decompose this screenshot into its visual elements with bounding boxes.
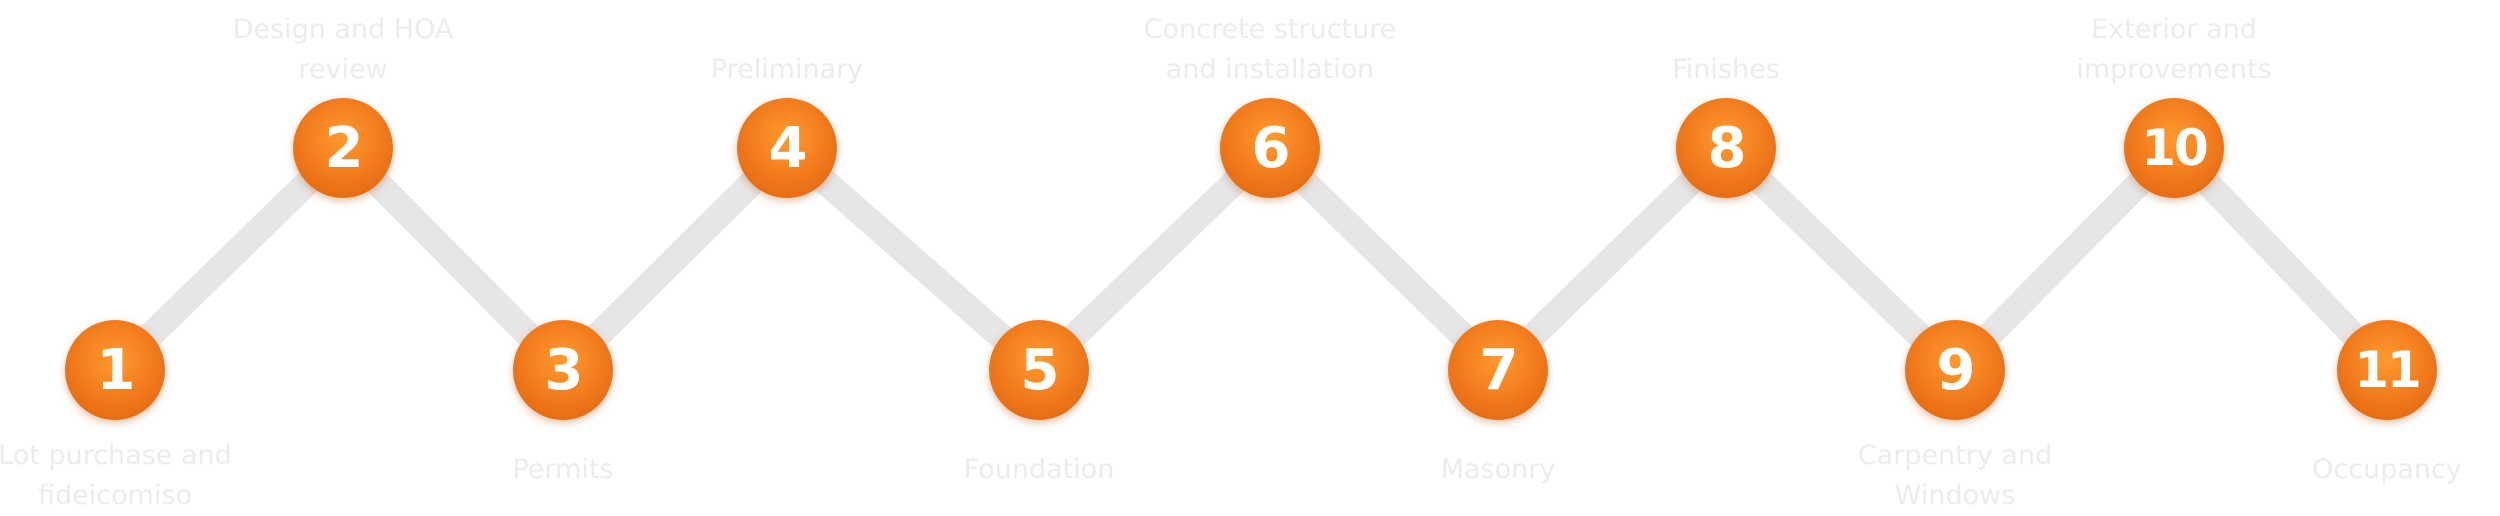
connector-segment-8-9 [1716, 138, 1965, 380]
step-10-label: Exterior and improvements [2076, 14, 2272, 85]
step-5-node: 5 [989, 320, 1089, 420]
connector-segment-9-10 [1945, 138, 2184, 380]
step-7-label: Masonry [1440, 454, 1556, 485]
step-2-node: 2 [293, 98, 393, 198]
step-11-label: Occupancy [2312, 454, 2462, 485]
step-4-node: 4 [737, 98, 837, 198]
step-10-node: 10 [2124, 98, 2224, 198]
connector-segment-5-6 [1029, 138, 1280, 380]
step-6-label: Concrete structure and installation [1143, 14, 1397, 85]
step-3-label: Permits [512, 454, 614, 485]
step-6-node: 6 [1220, 98, 1320, 198]
connector-segment-3-4 [553, 138, 797, 380]
step-4-label: Preliminary [710, 54, 864, 85]
step-1-node: 1 [65, 320, 165, 420]
connector-segment-2-3 [333, 138, 573, 380]
connector-segment-1-2 [105, 138, 353, 380]
step-3-node: 3 [513, 320, 613, 420]
step-8-label: Finishes [1672, 54, 1780, 85]
step-2-label: Design and HOA review [232, 14, 454, 85]
connector-segment-4-5 [778, 138, 1048, 380]
connector-segment-6-7 [1260, 138, 1508, 380]
step-5-label: Foundation [963, 454, 1115, 485]
step-8-node: 8 [1676, 98, 1776, 198]
step-1-label: Lot purchase and fideicomiso [0, 440, 232, 511]
step-7-node: 7 [1448, 320, 1548, 420]
step-9-label: Carpentry and Windows [1857, 440, 2053, 511]
connector-segment-7-8 [1488, 138, 1736, 380]
step-9-node: 9 [1905, 320, 2005, 420]
step-11-node: 11 [2337, 320, 2437, 420]
